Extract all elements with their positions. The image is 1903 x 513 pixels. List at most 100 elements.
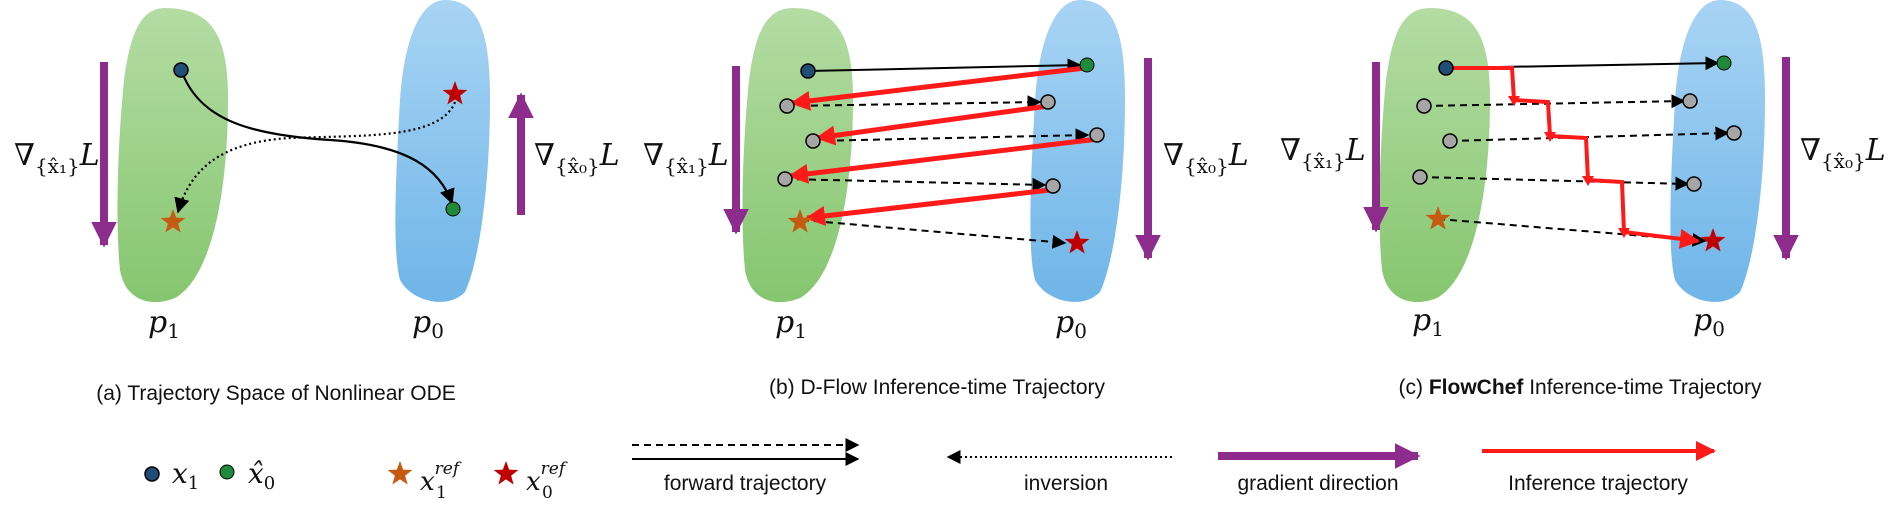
intermediate-point xyxy=(1045,178,1061,194)
legend-x1ref-star xyxy=(387,461,413,485)
p1-subscript: 1 xyxy=(1431,317,1444,341)
forward-trajectory xyxy=(180,71,455,205)
x0hat-point xyxy=(1716,55,1732,71)
legend-gradient-label: gradient direction xyxy=(1237,472,1398,495)
p1-label: p xyxy=(148,305,167,340)
legend-x1-point xyxy=(144,466,160,482)
forward-trajectory xyxy=(807,58,1082,73)
grad-x0-symbol: ∇ xyxy=(1163,138,1184,173)
legend-x0hat-subscript: 0 xyxy=(264,473,275,494)
p1-subscript: 1 xyxy=(794,319,807,343)
p1-label: p xyxy=(775,305,794,340)
legend-inference-label: Inference trajectory xyxy=(1508,472,1688,495)
forward-trajectory xyxy=(812,128,1090,143)
p0-label: p xyxy=(1055,305,1074,340)
p0-subscript: 0 xyxy=(1712,317,1725,341)
p0-region xyxy=(395,0,490,302)
x0ref-star xyxy=(1700,228,1726,252)
p1-region xyxy=(742,8,853,303)
svg-text:p0: p0 xyxy=(1055,305,1087,343)
svg-text:p1: p1 xyxy=(775,305,807,343)
forward-trajectory xyxy=(1423,94,1686,109)
x0hat-point xyxy=(445,201,461,217)
grad-x0-symbol: ∇ xyxy=(1800,133,1821,168)
p0-label: p xyxy=(412,305,431,340)
grad-x1-symbol: ∇ xyxy=(643,138,664,173)
svg-text:∇{x̂₁}L: ∇{x̂₁}L xyxy=(1280,133,1366,173)
forward-trajectory xyxy=(784,177,1047,192)
inference-trajectory xyxy=(1446,66,1700,249)
p0-region xyxy=(1030,0,1125,302)
grad-x1-subscript: {x̂₁} xyxy=(664,154,709,178)
p0-subscript: 0 xyxy=(1074,319,1087,343)
panel-c: ∇{x̂₁}L ∇{x̂₀}L p1 p0 (c) FlowChef Infer… xyxy=(1280,0,1886,399)
caption-b: (b) D-Flow Inference-time Trajectory xyxy=(769,376,1106,399)
legend-x0hat-label: x̂ xyxy=(248,457,264,490)
inference-trajectory xyxy=(790,65,1086,111)
intermediate-point xyxy=(1682,93,1698,109)
p0-subscript: 0 xyxy=(431,319,444,343)
x1-point xyxy=(1438,60,1454,76)
grad-x1-symbol: ∇ xyxy=(14,138,35,173)
grad-x0-L: L xyxy=(599,138,620,173)
grad-x1-L: L xyxy=(1345,133,1366,168)
inference-step-arrowheads xyxy=(1508,96,1630,238)
intermediate-point xyxy=(779,98,795,114)
grad-x0-subscript: {x̂₀} xyxy=(1184,154,1229,178)
intermediate-point xyxy=(777,171,793,187)
grad-x1-subscript: {x̂₁} xyxy=(1301,149,1346,173)
legend-x1-label: x xyxy=(172,457,188,490)
legend-x0ref-label: x xyxy=(526,467,541,497)
svg-text:x̂0: x̂0 xyxy=(248,457,275,494)
intermediate-point xyxy=(805,133,821,149)
forward-trajectory xyxy=(801,219,1067,249)
svg-text:∇{x̂₀}L: ∇{x̂₀}L xyxy=(1163,138,1249,178)
inference-trajectory xyxy=(788,136,1099,184)
legend-x0ref-superscript: ref xyxy=(541,459,568,479)
legend-x1-subscript: 1 xyxy=(188,473,199,494)
x1-point xyxy=(800,63,816,79)
svg-text:∇{x̂₁}L: ∇{x̂₁}L xyxy=(14,138,100,178)
legend-x0ref-subscript: 0 xyxy=(542,483,553,503)
svg-text:∇{x̂₀}L: ∇{x̂₀}L xyxy=(534,138,620,178)
forward-trajectory xyxy=(1449,126,1730,142)
p0-region xyxy=(1670,0,1765,302)
panel-a: ∇{x̂₁}L ∇{x̂₀}L p1 p0 (a) Trajectory Spa… xyxy=(14,0,620,405)
x0ref-star xyxy=(442,81,468,105)
legend-x0hat-point xyxy=(219,464,235,480)
svg-text:x1: x1 xyxy=(172,457,199,494)
inversion-trajectory xyxy=(174,101,457,214)
x1ref-star xyxy=(160,209,186,233)
x0ref-star xyxy=(1064,230,1090,254)
x1ref-star xyxy=(1425,206,1451,230)
forward-trajectory xyxy=(1419,176,1690,191)
legend-x1ref-subscript: 1 xyxy=(436,483,447,503)
caption-a: (a) Trajectory Space of Nonlinear ODE xyxy=(96,382,456,405)
intermediate-point xyxy=(1416,98,1432,114)
intermediate-point xyxy=(1726,125,1742,141)
svg-text:∇{x̂₁}L: ∇{x̂₁}L xyxy=(643,138,729,178)
inference-trajectory xyxy=(805,187,1051,226)
x1ref-star xyxy=(787,209,813,233)
x1-point xyxy=(173,62,189,78)
svg-text:p1: p1 xyxy=(1412,303,1444,341)
grad-x0-subscript: {x̂₀} xyxy=(555,154,600,178)
grad-x1-L: L xyxy=(79,138,100,173)
p1-subscript: 1 xyxy=(167,319,180,343)
legend-forward-label: forward trajectory xyxy=(664,472,827,495)
p0-label: p xyxy=(1693,303,1712,338)
intermediate-point xyxy=(1686,176,1702,192)
forward-trajectory xyxy=(786,95,1042,110)
legend-x0ref-star xyxy=(493,461,519,485)
inference-trajectory xyxy=(815,103,1049,146)
grad-x0-symbol: ∇ xyxy=(534,138,555,173)
grad-x1-symbol: ∇ xyxy=(1280,133,1301,168)
caption-c: (c) FlowChef Inference-time Trajectory xyxy=(1399,376,1762,399)
p1-label: p xyxy=(1412,303,1431,338)
intermediate-point xyxy=(1089,127,1105,143)
p1-region xyxy=(117,8,228,303)
legend-inversion-label: inversion xyxy=(1024,472,1108,495)
